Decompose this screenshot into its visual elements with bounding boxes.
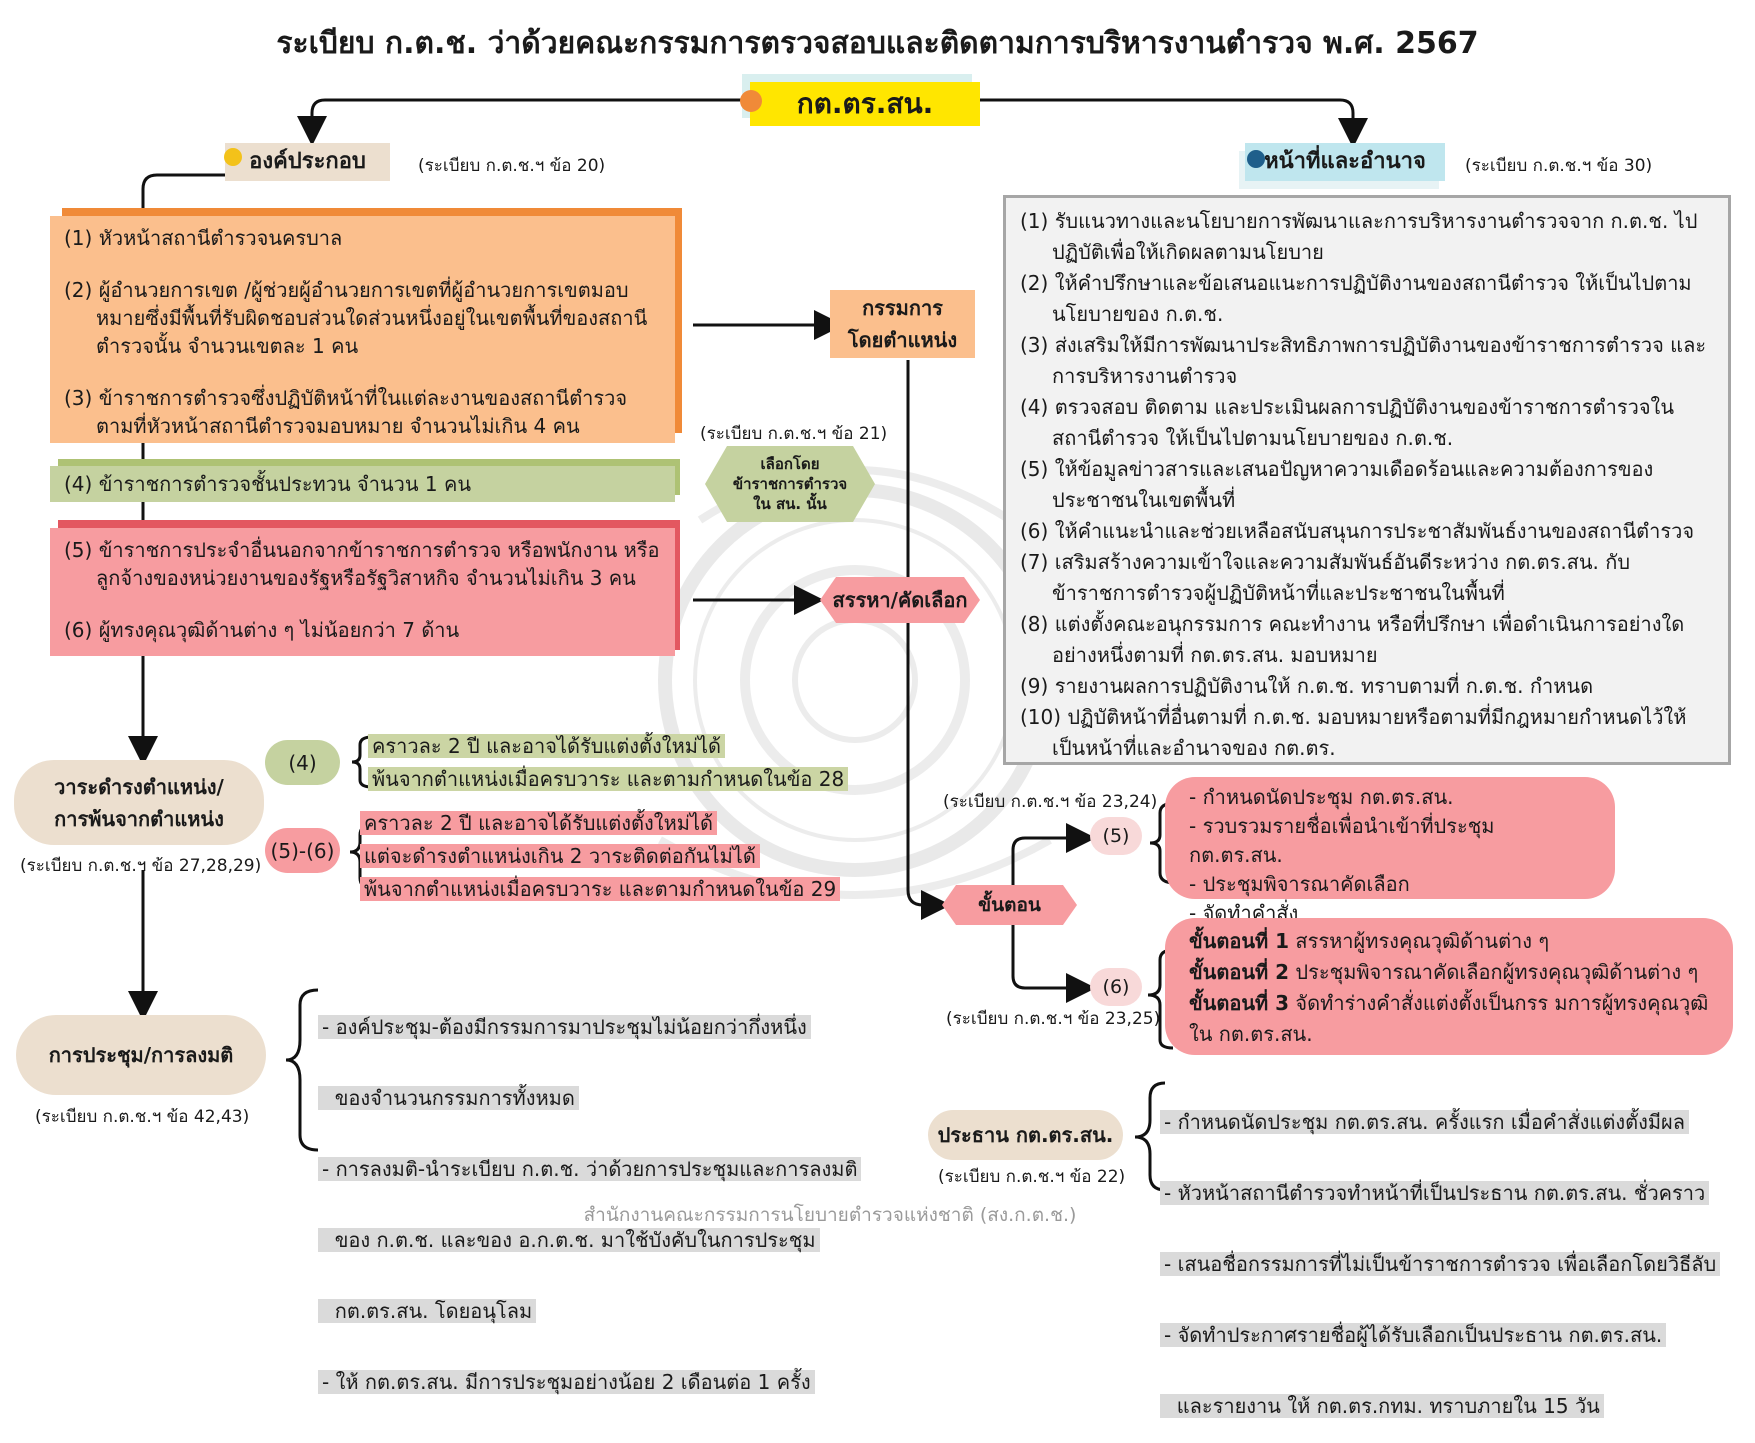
step5-line-2: - รวบรวมรายชื่อเพื่อนำเข้าที่ประชุม กต.ต… [1189, 814, 1495, 867]
power-6: (6) ให้คำแนะนำและช่วยเหลือสนับสนุนการประ… [1020, 519, 1695, 543]
step-3: ขั้นตอนที่ 3 จัดทำร่างคำสั่งแต่งตั้งเป็น… [1189, 988, 1709, 1019]
chair-ref: (ระเบียบ ก.ต.ช.ฯ ข้อ 22) [938, 1167, 1126, 1187]
chair-line-4: - จัดทำประกาศรายชื่อผู้ได้รับเลือกเป็นปร… [1160, 1323, 1667, 1347]
power-7: (7) เสริมสร้างความเข้าใจและความสัมพันธ์อ… [1020, 550, 1631, 605]
elect-diamond-shape [705, 446, 875, 522]
step-tail: ใน กต.ตร.สน. [1189, 1022, 1313, 1046]
select-diamond-shape [820, 577, 980, 623]
term-ref: (ระเบียบ ก.ต.ช.ฯ ข้อ 27,28,29) [20, 856, 262, 876]
term4-line-1: คราวละ 2 ปี และอาจได้รับแต่งตั้งใหม่ได้ [368, 734, 725, 758]
term-text-4: คราวละ 2 ปี และอาจได้รับแต่งตั้งใหม่ได้ … [368, 731, 849, 797]
power-9: (9) รายงานผลการปฏิบัติงานให้ ก.ต.ช. ทราบ… [1020, 674, 1594, 698]
step5-line-3: - ประชุมพิจารณาคัดเลือก [1189, 872, 1410, 896]
step-3-text: จัดทำร่างคำสั่งแต่งตั้งเป็นกรร มการผู้ทร… [1289, 991, 1709, 1015]
term-tag-4: (4) [265, 740, 340, 785]
meeting-pill: การประชุม/การลงมติ [16, 1015, 266, 1095]
composition-heading: องค์ประกอบ [225, 143, 390, 181]
power-5: (5) ให้ข้อมูลข่าวสารและเสนอปัญหาความเดือ… [1020, 457, 1654, 512]
member-5: (5) ข้าราชการประจำอื่นนอกจากข้าราชการตำร… [64, 538, 660, 590]
chair-list: - กำหนดนัดประชุม กต.ตร.สน. ครั้งแรก เมื่… [1160, 1069, 1721, 1443]
step-2-text: ประชุมพิจารณาคัดเลือกผู้ทรงคุณวุฒิด้านต่… [1289, 960, 1699, 984]
steps-ref-6: (ระเบียบ ก.ต.ช.ฯ ข้อ 23,25) [946, 1009, 1161, 1029]
composition-ref: (ระเบียบ ก.ต.ช.ฯ ข้อ 20) [418, 156, 606, 176]
chair-line-5: และรายงาน ให้ กต.ตร.กทม. ทราบภายใน 15 วั… [1160, 1394, 1604, 1418]
power-10: (10) ปฏิบัติหน้าที่อื่นตามที่ ก.ต.ช. มอบ… [1020, 705, 1687, 760]
orange-dot [740, 90, 762, 112]
step-1-label: ขั้นตอนที่ 1 [1189, 929, 1290, 953]
step5-line-1: - กำหนดนัดประชุม กต.ตร.สน. [1189, 785, 1454, 809]
chair-line-1: - กำหนดนัดประชุม กต.ตร.สน. ครั้งแรก เมื่… [1160, 1110, 1690, 1134]
member-6: (6) ผู้ทรงคุณวุฒิด้านต่าง ๆ ไม่น้อยกว่า … [64, 618, 460, 642]
root-box-gtorsn: กต.ตร.สน. [750, 82, 980, 126]
meeting-line-2: ของจำนวนกรรมการทั้งหมด [318, 1086, 579, 1110]
steps-diamond-shape [942, 885, 1077, 925]
ex-officio-box: กรรมการ โดยตำแหน่ง [830, 290, 975, 358]
meeting-line-3: - การลงมติ-นำระเบียบ ก.ต.ช. ว่าด้วยการปร… [318, 1157, 862, 1181]
meeting-line-6: - ให้ กต.ตร.สน. มีการประชุมอย่างน้อย 2 เ… [318, 1370, 815, 1394]
power-3: (3) ส่งเสริมให้มีการพัฒนาประสิทธิภาพการป… [1020, 333, 1707, 388]
term-text-5-6: คราวละ 2 ปี และอาจได้รับแต่งตั้งใหม่ได้ … [360, 808, 841, 907]
powers-ref: (ระเบียบ ก.ต.ช.ฯ ข้อ 30) [1465, 156, 1653, 176]
steps-list-6: ขั้นตอนที่ 1 สรรหาผู้ทรงคุณวุฒิด้านต่าง … [1165, 918, 1733, 1055]
meeting-list: - องค์ประชุม-ต้องมีกรรมการมาประชุมไม่น้อ… [318, 974, 862, 1419]
power-4: (4) ตรวจสอบ ติดตาม และประเมินผลการปฏิบัต… [1020, 395, 1674, 450]
chair-line-2: - หัวหน้าสถานีตำรวจทำหน้าที่เป็นประธาน ก… [1160, 1181, 1710, 1205]
connector-lines [128, 98, 1368, 1192]
member-3: (3) ข้าราชการตำรวจซึ่งปฏิบัติหน้าที่ในแต… [64, 386, 628, 438]
step-3-label: ขั้นตอนที่ 3 [1189, 991, 1290, 1015]
power-2: (2) ให้คำปรึกษาและข้อเสนอแนะการปฏิบัติงา… [1020, 271, 1692, 326]
meeting-line-1: - องค์ประชุม-ต้องมีกรรมการมาประชุมไม่น้อ… [318, 1015, 811, 1039]
power-1: (1) รับแนวทางและนโยบายการพัฒนาและการบริห… [1020, 209, 1698, 264]
page-title: ระเบียบ ก.ต.ช. ว่าด้วยคณะกรรมการตรวจสอบแ… [276, 26, 1479, 61]
steps-tag-6: (6) [1090, 968, 1142, 1006]
composition-group2: (4) ข้าราชการตำรวจชั้นประทวน จำนวน 1 คน [50, 466, 675, 502]
steps-ref-5: (ระเบียบ ก.ต.ช.ฯ ข้อ 23,24) [943, 792, 1158, 812]
steps-tag-5: (5) [1090, 817, 1142, 855]
composition-group1: (1) หัวหน้าสถานีตำรวจนครบาล (2) ผู้อำนวย… [50, 216, 675, 443]
steps-diamond: ขั้นตอน [978, 894, 1041, 916]
term56-line-2: แต่จะดำรงตำแหน่งเกิน 2 วาระติดต่อกันไม่ไ… [360, 844, 760, 868]
step-1: ขั้นตอนที่ 1 สรรหาผู้ทรงคุณวุฒิด้านต่าง … [1189, 926, 1709, 957]
member-2: (2) ผู้อำนวยการเขต /ผู้ช่วยผู้อำนวยการเข… [64, 278, 648, 358]
yellow-dot [224, 148, 242, 166]
member-1: (1) หัวหน้าสถานีตำรวจนครบาล [64, 226, 343, 250]
footer-credit: สำนักงานคณะกรรมการนโยบายตำรวจแห่งชาติ (ส… [583, 1204, 1077, 1226]
term4-line-2: พ้นจากตำแหน่งเมื่อครบวาระ และตามกำหนดในข… [368, 767, 849, 791]
elect-ref: (ระเบียบ ก.ต.ช.ฯ ข้อ 21) [700, 424, 888, 444]
chair-line-3: - เสนอชื่อกรรมการที่ไม่เป็นข้าราชการตำรว… [1160, 1252, 1721, 1276]
power-8: (8) แต่งตั้งคณะอนุกรรมการ คณะทำงาน หรือท… [1020, 612, 1685, 667]
chair-pill: ประธาน กต.ตร.สน. [928, 1110, 1123, 1160]
term56-line-3: พ้นจากตำแหน่งเมื่อครบวาระ และตามกำหนดในข… [360, 877, 841, 901]
term-pill: วาระดำรงตำแหน่ง/ การพ้นจากตำแหน่ง [14, 760, 264, 845]
term-tag-5-6: (5)-(6) [265, 828, 340, 873]
elect-diamond: เลือกโดย ข้าราชการตำรวจ ใน สน. นั้น [732, 455, 848, 513]
step-1-text: สรรหาผู้ทรงคุณวุฒิด้านต่าง ๆ [1289, 929, 1550, 953]
step-2: ขั้นตอนที่ 2 ประชุมพิจารณาคัดเลือกผู้ทรง… [1189, 957, 1709, 988]
powers-heading: หน้าที่และอำนาจ [1245, 143, 1445, 181]
steps-list-5: - กำหนดนัดประชุม กต.ตร.สน. - รวบรวมรายชื… [1165, 777, 1615, 925]
meeting-line-4: ของ ก.ต.ช. และของ อ.ก.ต.ช. มาใช้บังคับใน… [318, 1228, 820, 1252]
composition-group3: (5) ข้าราชการประจำอื่นนอกจากข้าราชการตำร… [50, 528, 675, 656]
meeting-ref: (ระเบียบ ก.ต.ช.ฯ ข้อ 42,43) [35, 1107, 250, 1127]
meeting-line-5: กต.ตร.สน. โดยอนุโลม [318, 1299, 537, 1323]
blue-dot [1247, 150, 1265, 168]
select-diamond: สรรหา/คัดเลือก [832, 588, 968, 612]
term56-line-1: คราวละ 2 ปี และอาจได้รับแต่งตั้งใหม่ได้ [360, 811, 717, 835]
powers-panel: (1) รับแนวทางและนโยบายการพัฒนาและการบริห… [1003, 195, 1731, 765]
step-2-label: ขั้นตอนที่ 2 [1189, 960, 1290, 984]
